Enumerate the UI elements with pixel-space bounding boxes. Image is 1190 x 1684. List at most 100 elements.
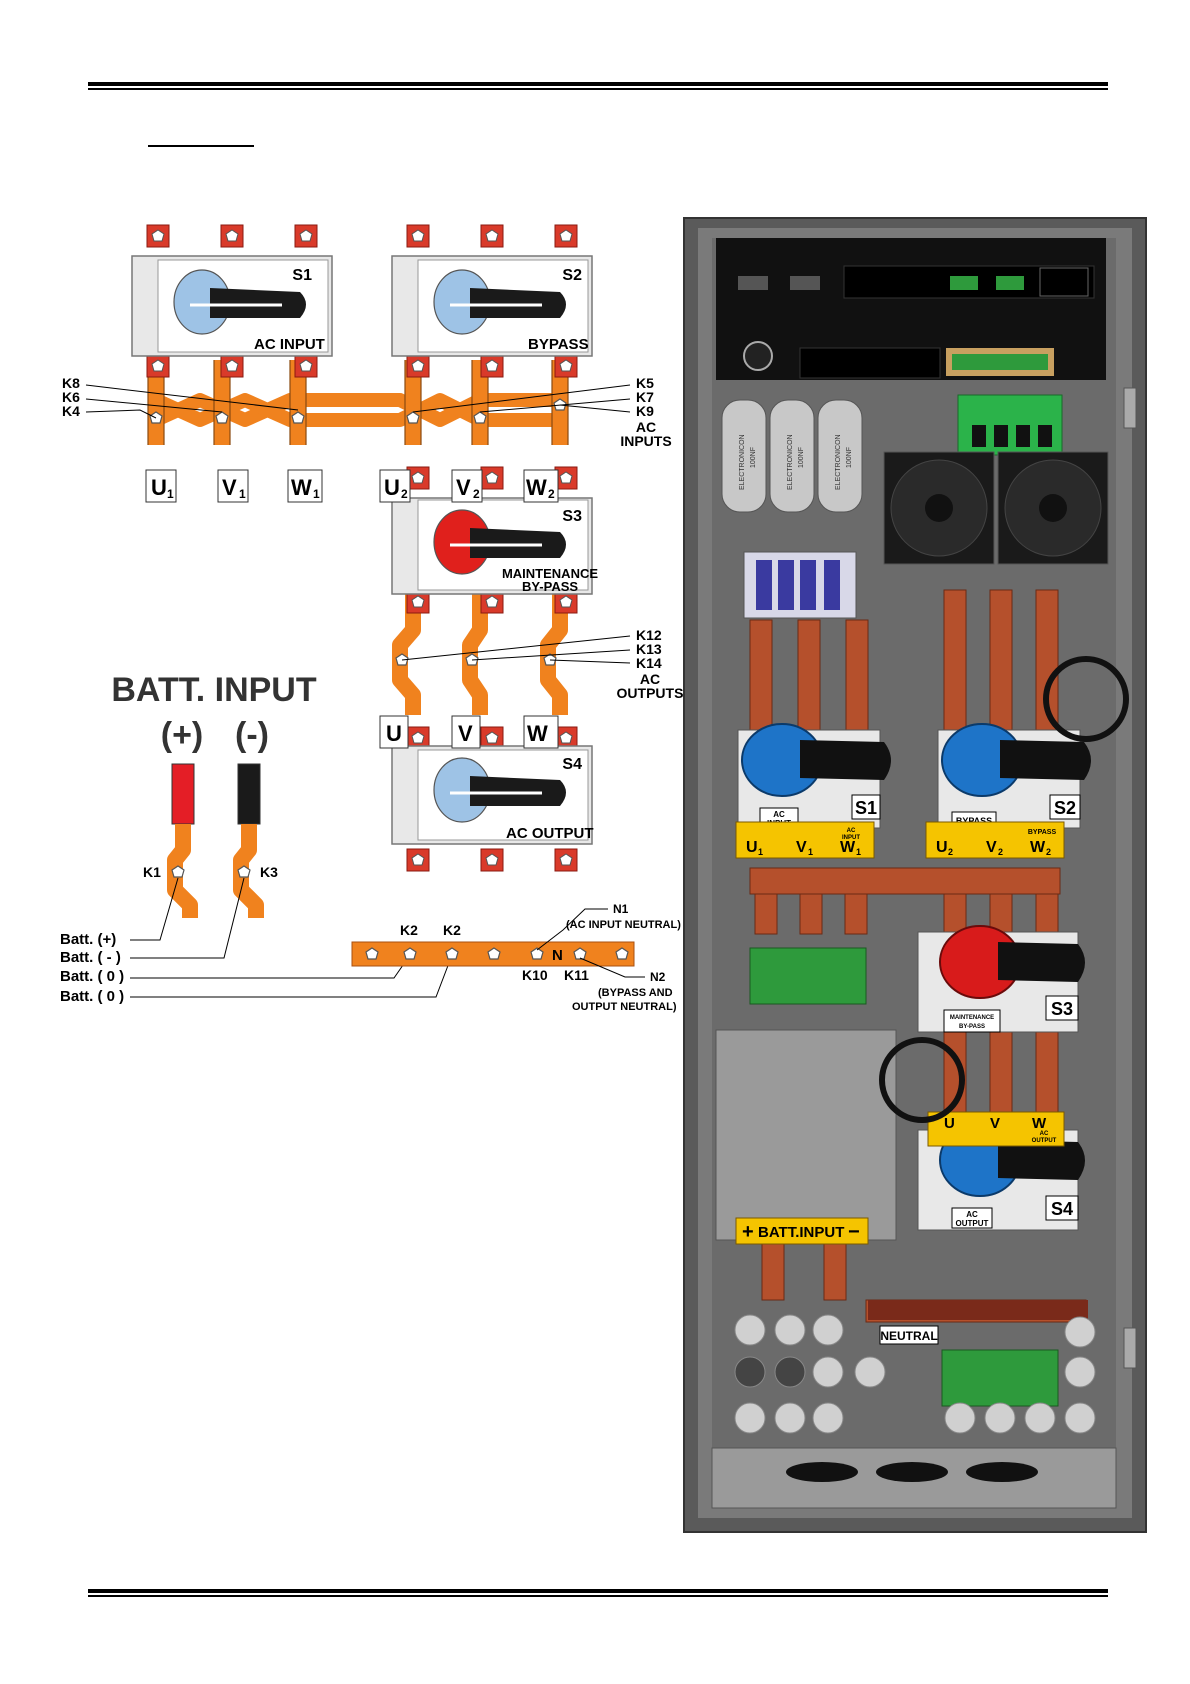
- svg-text:2: 2: [401, 487, 408, 501]
- batt-plus-label: (+): [161, 716, 204, 754]
- cabinet-busbars: [749, 589, 1087, 1323]
- svg-text:ELECTRONICON: ELECTRONICON: [739, 434, 746, 490]
- s3-label2: BY-PASS: [522, 579, 578, 594]
- phase-v1: V: [222, 475, 237, 500]
- batt-title: BATT. INPUT: [111, 671, 316, 709]
- terminals-output: K12 K13 K14 AC OUTPUTS: [401, 627, 684, 701]
- svg-text:MAINTENANCE: MAINTENANCE: [950, 1015, 994, 1021]
- svg-text:1: 1: [239, 487, 246, 501]
- svg-text:V: V: [986, 839, 997, 856]
- svg-text:1: 1: [808, 847, 813, 857]
- term-k12: K12: [636, 627, 662, 643]
- neutral-k11: K11: [564, 967, 589, 983]
- svg-text:W: W: [1030, 839, 1046, 856]
- switch-s3: S3 MAINTENANCE BY-PASS: [391, 497, 598, 595]
- s3-id: S3: [562, 508, 582, 525]
- neutral-n: N: [552, 947, 563, 964]
- svg-text:+: +: [742, 1221, 754, 1243]
- phase-w2: W: [526, 475, 547, 500]
- svg-text:1: 1: [167, 487, 174, 501]
- svg-text:2: 2: [1046, 847, 1051, 857]
- batt-legend-zero-2: Batt. ( 0 ): [60, 988, 124, 1005]
- svg-text:2: 2: [473, 487, 480, 501]
- s1-label: AC INPUT: [254, 336, 325, 353]
- term-k5: K5: [636, 375, 654, 391]
- svg-text:1: 1: [856, 847, 861, 857]
- neutral-k2-a: K2: [400, 922, 418, 938]
- svg-text:INPUT: INPUT: [767, 819, 791, 828]
- svg-text:U: U: [944, 1115, 955, 1132]
- cabinet-switch-s4: S4 AC OUTPUT: [917, 1123, 1085, 1231]
- cab-s3-tag: S3: [1051, 999, 1073, 1019]
- batt-legend-plus: Batt. (+): [60, 931, 116, 948]
- svg-text:1: 1: [313, 487, 320, 501]
- svg-text:OUTPUT: OUTPUT: [956, 1219, 989, 1228]
- strip-batt-input: + BATT.INPUT −: [735, 1217, 869, 1245]
- header-rule: [88, 82, 1108, 90]
- neutral-n2: N2: [650, 970, 666, 984]
- svg-text:1: 1: [758, 847, 763, 857]
- switch-s2: S2 BYPASS: [391, 255, 593, 357]
- svg-text:−: −: [848, 1221, 860, 1243]
- svg-text:W: W: [1032, 1115, 1047, 1132]
- svg-text:2: 2: [998, 847, 1003, 857]
- phase-u2: U: [384, 475, 400, 500]
- cabinet-switch-s3: S3 MAINTENANCE BY-PASS: [917, 925, 1085, 1033]
- svg-text:100NF: 100NF: [798, 447, 805, 468]
- neutral-k10: K10: [522, 967, 548, 983]
- cabinet-switch-s1: S1 AC INPUT: [737, 723, 891, 829]
- strip-ac-output: U V W AC OUTPUT: [927, 1111, 1065, 1147]
- s4-id: S4: [562, 756, 582, 773]
- neutral-bar: K2 K2 N K10 K11 N1 (AC INPUT NEUTRAL) N2…: [351, 902, 681, 1013]
- switch-s4: S4 AC OUTPUT: [391, 745, 594, 845]
- neutral-tag: NEUTRAL: [879, 1325, 939, 1345]
- terminals-right: K5 K7 K9 AC INPUTS: [412, 375, 672, 449]
- phase-labels-input: U 1 V 1 W 1: [145, 469, 323, 503]
- terminals-left: K8 K6 K4: [62, 375, 299, 419]
- svg-text:ELECTRONICON: ELECTRONICON: [835, 434, 842, 490]
- svg-text:100NF: 100NF: [750, 447, 757, 468]
- term-k7: K7: [636, 389, 654, 405]
- cab-s2-tag: S2: [1054, 798, 1076, 818]
- svg-text:AC: AC: [966, 1210, 978, 1219]
- cooling-fans: [883, 451, 1109, 565]
- term-k13: K13: [636, 641, 662, 657]
- neutral-n1-desc: (AC INPUT NEUTRAL): [566, 919, 681, 931]
- s2-id: S2: [562, 267, 582, 284]
- neutral-k2-b: K2: [443, 922, 461, 938]
- phase-labels-bypass: U 2 V 2 W 2: [379, 469, 559, 503]
- strip-bypass: U 2 V 2 W 2 BYPASS: [925, 821, 1065, 859]
- svg-text:OUTPUT: OUTPUT: [1032, 1138, 1057, 1144]
- batt-k3: K3: [260, 864, 278, 880]
- phase-u: U: [386, 721, 402, 746]
- svg-text:AC: AC: [773, 810, 785, 819]
- neutral-n1: N1: [613, 902, 629, 916]
- s3-label: MAINTENANCE: [502, 566, 598, 581]
- ac-outputs-label-2: OUTPUTS: [617, 685, 684, 701]
- phase-v: V: [458, 721, 473, 746]
- switch-s1: S1 AC INPUT: [131, 255, 333, 357]
- term-k8: K8: [62, 375, 80, 391]
- strip-ac-input: U 1 V 1 W 1 AC INPUT: [735, 821, 875, 859]
- svg-text:BYPASS: BYPASS: [956, 816, 992, 826]
- phase-v2: V: [456, 475, 471, 500]
- svg-text:V: V: [990, 1115, 1000, 1132]
- ac-inputs-label-2: INPUTS: [620, 433, 671, 449]
- phase-labels-output: U V W: [379, 715, 559, 749]
- footer-rule: [88, 1589, 1108, 1597]
- svg-text:U: U: [746, 839, 758, 856]
- svg-text:BATT.INPUT: BATT.INPUT: [758, 1224, 844, 1241]
- cab-s1-tag: S1: [855, 798, 877, 818]
- svg-text:2: 2: [948, 847, 953, 857]
- svg-text:U: U: [936, 839, 948, 856]
- cab-s4-tag: S4: [1051, 1199, 1073, 1219]
- phase-w: W: [527, 721, 548, 746]
- svg-text:AC: AC: [1040, 1131, 1049, 1137]
- svg-text:BYPASS: BYPASS: [1028, 829, 1057, 836]
- s4-label: AC OUTPUT: [506, 825, 594, 842]
- cable-holes: [734, 1314, 1096, 1434]
- s2-label: BYPASS: [528, 336, 589, 353]
- batt-k1: K1: [143, 864, 161, 880]
- term-k4: K4: [62, 403, 80, 419]
- svg-text:100NF: 100NF: [846, 447, 853, 468]
